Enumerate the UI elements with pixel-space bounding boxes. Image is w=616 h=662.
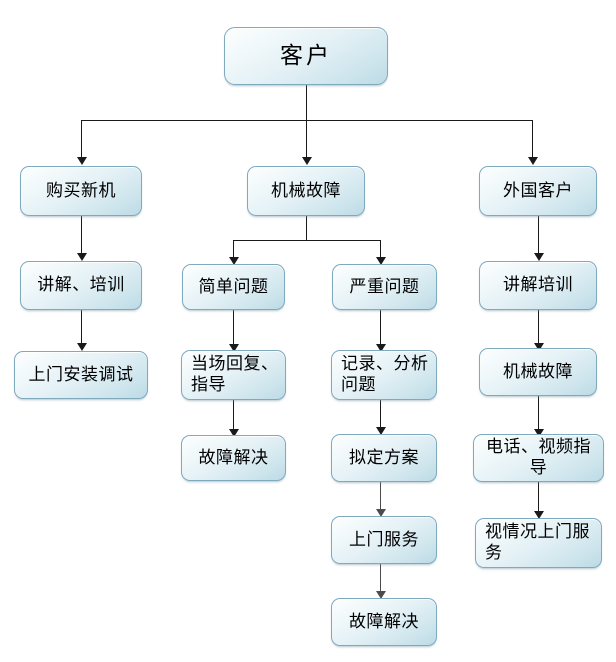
node-c2r1-label: 机械故障: [271, 180, 341, 201]
node-c3r4-label: 电话、视频指导: [486, 437, 591, 478]
connector-root-stem: [306, 85, 307, 121]
connector-c1r2-to-c1r3: [81, 310, 82, 344]
connector-c2r1-bus: [233, 240, 380, 241]
arrowhead-root-to-col3: [528, 157, 538, 165]
node-c3r2[interactable]: 讲解培训: [479, 261, 597, 310]
node-c1r3-label: 上门安装调试: [28, 364, 134, 385]
arrowhead-c3r4-to-c3r5: [534, 511, 544, 519]
connector-c3r1-to-c3r2: [538, 216, 539, 254]
connector-root-to-col3: [532, 120, 533, 158]
arrowhead-c2ar1-to-c2ar2: [229, 344, 239, 352]
arrowhead-root-to-col2: [302, 157, 312, 165]
arrowhead-c2br1-to-c2br2: [376, 344, 386, 352]
node-c3r3[interactable]: 机械故障: [479, 348, 597, 396]
connector-c2br4-to-c2br5: [380, 564, 381, 592]
connector-c2r1-to-c2br1: [380, 240, 381, 258]
node-root[interactable]: 客户: [224, 27, 388, 85]
arrowhead-c3r1-to-c3r2: [534, 253, 544, 261]
node-c2br4-label: 上门服务: [349, 529, 419, 550]
node-c2br1-label: 严重问题: [349, 276, 420, 297]
connector-c2br2-to-c2br3: [380, 400, 381, 428]
node-c1r1-label: 购买新机: [46, 180, 116, 201]
node-c1r2-label: 讲解、培训: [37, 275, 125, 295]
node-c2br3-label: 拟定方案: [349, 447, 419, 468]
connector-c3r2-to-c3r3: [538, 310, 539, 344]
node-root-label: 客户: [280, 42, 332, 69]
node-c3r2-label: 讲解培训: [503, 275, 573, 295]
node-c3r5[interactable]: 视情况上门服务: [475, 518, 602, 568]
arrowhead-c2br3-to-c2br4: [376, 509, 386, 517]
arrowhead-c1r1-to-c1r2: [77, 253, 87, 261]
node-c3r1[interactable]: 外国客户: [479, 166, 597, 216]
connector-root-to-col1: [81, 120, 82, 158]
node-c3r3-label: 机械故障: [503, 361, 573, 382]
connector-c3r3-to-c3r4: [538, 396, 539, 430]
node-c3r5-label: 视情况上门服务: [485, 522, 590, 563]
node-c2r1[interactable]: 机械故障: [247, 166, 365, 216]
node-c2br4[interactable]: 上门服务: [331, 516, 437, 564]
node-c2ar3[interactable]: 故障解决: [181, 435, 286, 481]
node-c2br5-label: 故障解决: [349, 611, 419, 632]
node-c2br3[interactable]: 拟定方案: [331, 434, 437, 482]
connector-c2r1-to-c2ar1: [233, 240, 234, 258]
connector-c2ar1-to-c2ar2: [233, 310, 234, 345]
connector-c3r4-to-c3r5: [538, 482, 539, 512]
arrowhead-root-to-col1: [77, 157, 87, 165]
connector-c2ar2-to-c2ar3: [233, 400, 234, 430]
connector-c2br3-to-c2br4: [380, 482, 381, 510]
connector-c2br1-to-c2br2: [380, 310, 381, 345]
connector-c2r1-stem: [306, 216, 307, 240]
node-c2br1[interactable]: 严重问题: [332, 264, 437, 310]
node-c2ar2[interactable]: 当场回复、指导: [181, 350, 286, 400]
arrowhead-c1r2-to-c1r3: [77, 343, 87, 351]
node-c2br5[interactable]: 故障解决: [331, 598, 437, 646]
connector-c1r1-to-c1r2: [81, 216, 82, 254]
node-c2ar3-label: 故障解决: [198, 447, 269, 468]
node-c2ar1-label: 简单问题: [198, 276, 269, 297]
node-c3r4[interactable]: 电话、视频指导: [473, 434, 604, 482]
node-c2br2-label: 记录、分析问题: [341, 354, 429, 395]
node-c2ar2-label: 当场回复、指导: [191, 354, 279, 395]
node-c1r3[interactable]: 上门安装调试: [14, 351, 148, 399]
arrowhead-c3r2-to-c3r3: [534, 343, 544, 351]
node-c2ar1[interactable]: 简单问题: [182, 264, 285, 310]
node-c3r1-label: 外国客户: [503, 180, 573, 201]
arrowhead-c2r1-to-c2ar1: [229, 257, 239, 265]
node-c2br2[interactable]: 记录、分析问题: [331, 350, 437, 400]
connector-root-to-col2: [306, 120, 307, 158]
node-c1r2[interactable]: 讲解、培训: [20, 261, 142, 310]
node-c1r1[interactable]: 购买新机: [20, 166, 142, 216]
arrowhead-c2r1-to-c2br1: [376, 257, 386, 265]
arrowhead-c2ar2-to-c2ar3: [229, 429, 239, 437]
arrowhead-c3r3-to-c3r4: [534, 429, 544, 437]
arrowhead-c2br2-to-c2br3: [376, 427, 386, 435]
arrowhead-c2br4-to-c2br5: [376, 591, 386, 599]
